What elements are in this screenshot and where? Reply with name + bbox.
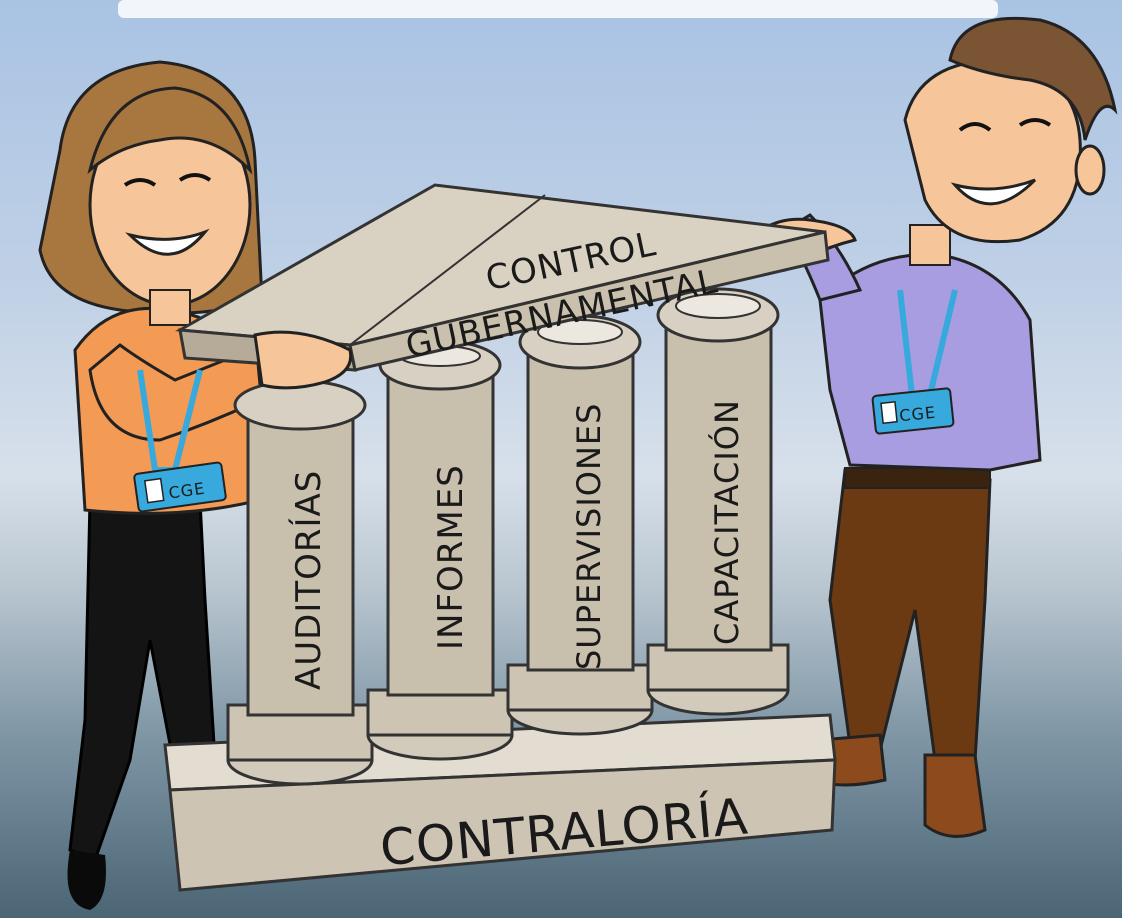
pillar-3-label: SUPERVISIONES: [570, 403, 608, 670]
pillar-1: AUDITORÍAS: [226, 379, 374, 786]
pillar-1-label: AUDITORÍAS: [288, 470, 329, 690]
temple-roof: CONTROL GUBERNAMENTAL: [175, 183, 830, 372]
cropped-title-shapes: [118, 0, 998, 18]
pillar-2-label: INFORMES: [431, 464, 471, 650]
woman-badge-text: CGE: [167, 479, 206, 503]
pillar-4: CAPACITACIÓN: [646, 287, 790, 716]
woman-hand-front: [253, 330, 353, 390]
man-badge: CGE: [871, 387, 955, 435]
pillar-2: INFORMES: [366, 339, 514, 761]
pillar-3: SUPERVISIONES: [506, 314, 654, 736]
woman-badge: CGE: [133, 461, 227, 513]
man-badge-text: CGE: [898, 403, 936, 426]
pillar-4-label: CAPACITACIÓN: [707, 399, 746, 645]
